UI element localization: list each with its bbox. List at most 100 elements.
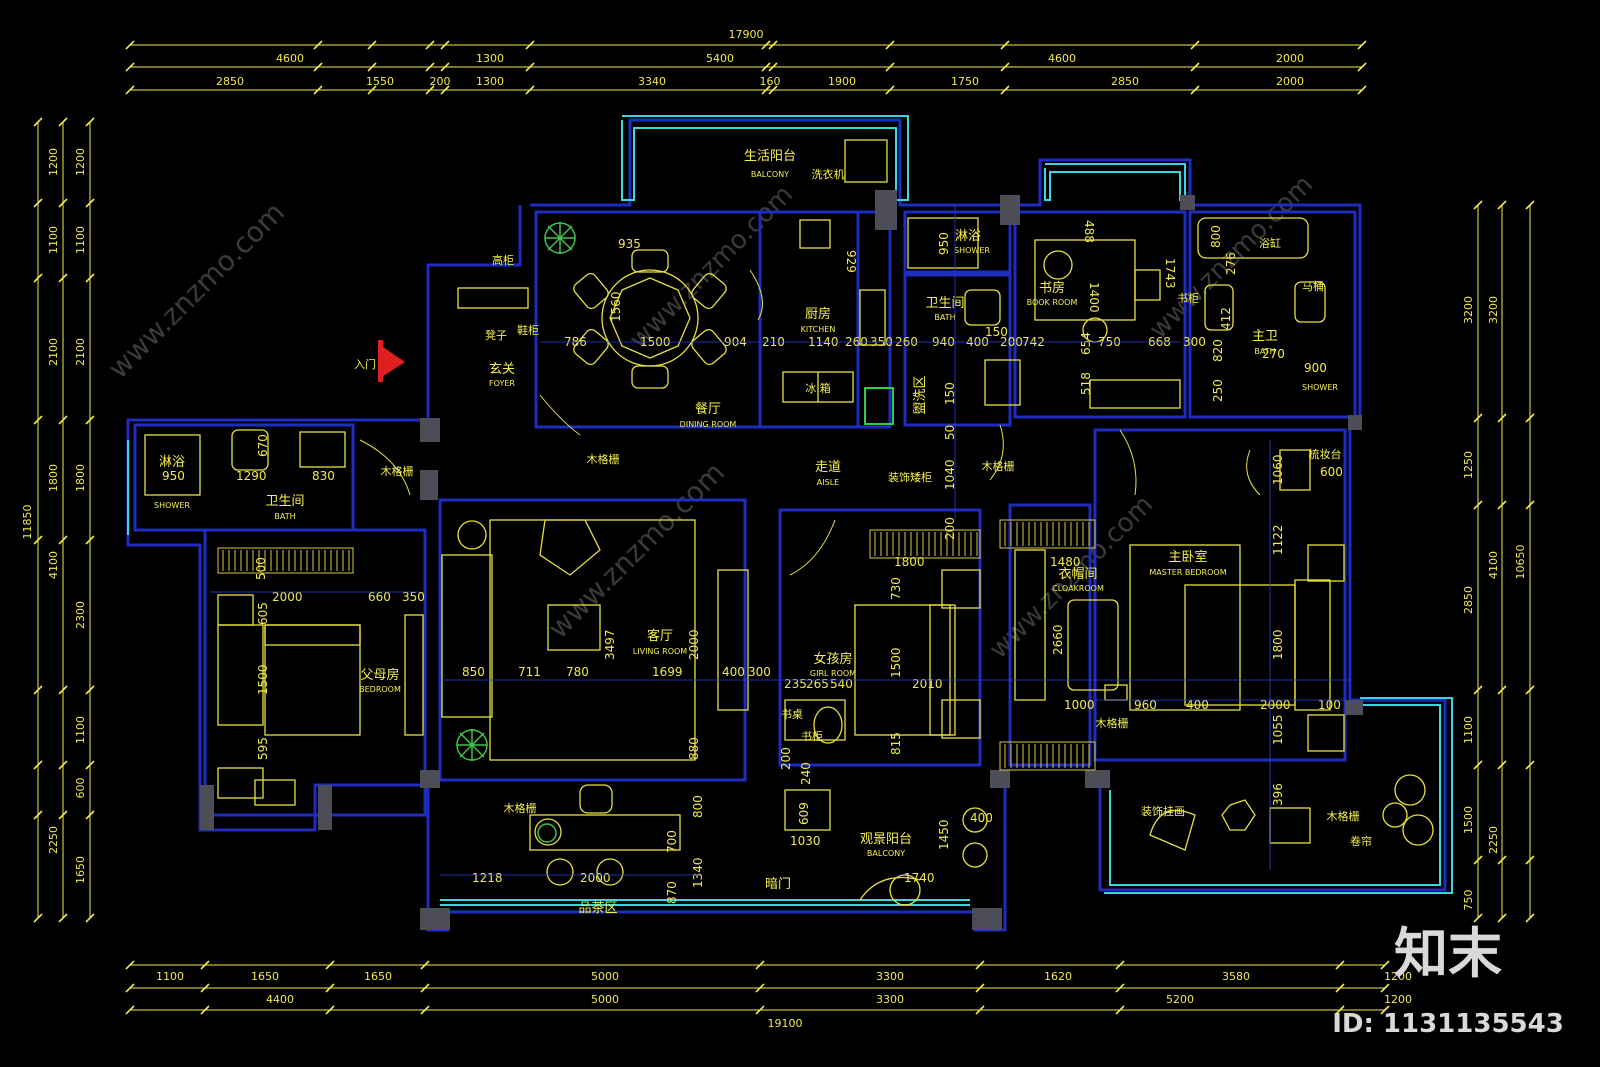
dim-tick [1497,760,1507,770]
dim-bottom-row1: 1100 1650 1650 5000 3300 1620 3580 1200 [156,970,1412,983]
label-master-bath-en: BATH [1254,347,1275,356]
inner-dim: 276 [1224,252,1238,275]
inner-dim: 2000 [272,590,303,604]
inner-dim: 1699 [652,665,683,679]
dim-tick [440,85,450,95]
dim-label: 2100 [47,338,60,366]
dim-tick [367,85,377,95]
dim-tick [768,40,778,50]
inner-dim: 50 [943,425,957,440]
dim-tick [125,960,135,970]
inner-dim: 1743 [1163,258,1177,289]
entry-arrow-icon [378,340,405,382]
inner-dim: 2000 [687,629,701,660]
dim-tick [85,760,95,770]
dim-tick [1525,413,1535,423]
dim-label: 1300 [476,75,504,88]
dim-tick [58,535,68,545]
dim-tick [975,960,985,970]
dim-tick [1357,62,1367,72]
dim-tick [768,62,778,72]
inner-dim: 700 [665,830,679,853]
dim-tick [1497,913,1507,923]
label-lattice: 木格栅 [504,801,537,815]
inner-dim: 880 [687,737,701,760]
dim-tick [1525,913,1535,923]
dim-tick [525,85,535,95]
dim-label: 3200 [1462,296,1475,324]
inner-dim: 730 [889,577,903,600]
inner-dim: 670 [256,434,270,457]
dim-tick [313,85,323,95]
label-master: 主卧室 [1168,549,1207,565]
dim-tick [1525,200,1535,210]
dim-tick [1380,1005,1390,1015]
dim-bottom-row2: 4400 5000 3300 5200 1200 [266,993,1412,1006]
inner-dim: 300 [748,665,771,679]
dim-tick [755,960,765,970]
dim-tick [420,960,430,970]
dim-label: 3300 [876,993,904,1006]
label-balcony-top: 生活阳台 [744,149,796,164]
dim-label: 1200 [47,148,60,176]
dim-tick [125,983,135,993]
dim-tick [367,62,377,72]
inner-dim: 1800 [1271,629,1285,660]
dim-tick [33,913,43,923]
dim-tick [58,198,68,208]
dim-tick [85,273,95,283]
dim-tick [425,40,435,50]
inner-dim: 235 [784,677,807,691]
inner-dim: 1218 [472,871,503,885]
dim-tick [1380,960,1390,970]
inner-dim: 850 [462,665,485,679]
label-girl-en: GIRL ROOM [810,669,856,678]
label-hidden-door: 暗门 [765,877,791,892]
dim-label: 600 [74,778,87,799]
bathtub-icon [1197,217,1309,259]
dim-tick [975,983,985,993]
label-stool: 凳子 [485,328,507,342]
dim-tick [1335,1005,1345,1015]
inner-dim: 1055 [1271,714,1285,745]
label-living: 客厅 [647,628,673,644]
door-swings [359,269,1261,576]
inner-dim: 800 [691,795,705,818]
dim-tick [58,117,68,127]
label-lattice: 木格栅 [1096,716,1129,730]
shoe-cabinet-icon [457,287,529,309]
dim-tick [58,760,68,770]
label-study-en: BOOK ROOM [1027,298,1078,307]
dim-tick [440,62,450,72]
dim-tick [1525,500,1535,510]
label-curtain: 卷帘 [1350,834,1372,848]
coffee-table-icon [547,604,601,651]
dim-tick [1525,685,1535,695]
wall-blocks [200,190,1363,930]
inner-dim: 240 [799,762,813,785]
inner-dim: 396 [1271,783,1285,806]
inner-dim: 1480 [1050,555,1081,569]
inner-dim: 830 [312,469,335,483]
plant-icon [456,222,576,843]
dim-label: 1200 [1384,970,1412,983]
dim-tick [1473,855,1483,865]
inner-dim: 265 [806,677,829,691]
dim-tick [1473,200,1483,210]
dim-tick [1115,983,1125,993]
label-dining-en: DINING ROOM [680,420,737,429]
label-dining: 餐厅 [695,401,721,417]
dim-tick [58,913,68,923]
dim-tick [885,85,895,95]
dim-label: 2000 [1276,52,1304,65]
storage-hatching [217,519,1096,771]
dim-tick [761,85,771,95]
inner-dim: 488 [1082,220,1096,243]
dim-tick [1190,85,1200,95]
dim-label: 1900 [828,75,856,88]
dim-tick [85,810,95,820]
dim-tick [85,117,95,127]
inner-dim: 400 [970,811,993,825]
dim-tick [1190,62,1200,72]
inner-dim: 150 [985,325,1008,339]
